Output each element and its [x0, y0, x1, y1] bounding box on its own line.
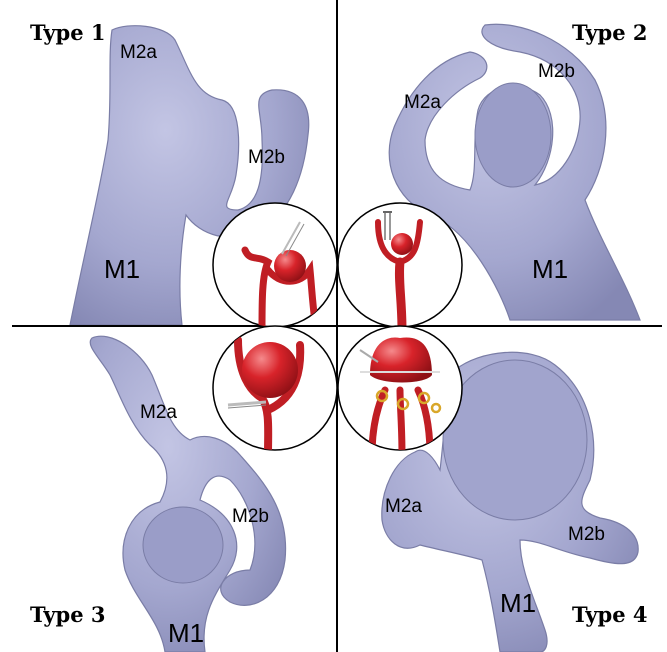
- label-m2b-type-4: M2b: [568, 524, 605, 545]
- aneurysm-dome-type-4: [443, 360, 587, 520]
- label-m1-type-4: M1: [500, 588, 536, 618]
- type-label-1: Type 1: [30, 20, 106, 45]
- label-m1-type-3: M1: [168, 618, 204, 648]
- label-m1-type-2: M1: [532, 254, 568, 284]
- label-m2b-type-3: M2b: [232, 506, 269, 527]
- inset-illustration-type-2: [338, 203, 462, 330]
- type-label-2: Type 2: [572, 20, 648, 45]
- type-label-4: Type 4: [572, 602, 648, 627]
- label-m2a-type-3: M2a: [140, 402, 177, 423]
- label-m2a-type-2: M2a: [404, 92, 441, 113]
- type-label-3: Type 3: [30, 602, 106, 627]
- inset-illustration-type-3: [213, 326, 337, 455]
- label-m2b-type-2: M2b: [538, 61, 575, 82]
- label-m1-type-1: M1: [104, 254, 140, 284]
- label-m2a-type-1: M2a: [120, 42, 157, 63]
- aneurysm-dome-type-3: [143, 507, 223, 583]
- inset-illustration-type-1: [213, 203, 337, 330]
- label-m2a-type-4: M2a: [385, 496, 422, 517]
- label-m2b-type-1: M2b: [248, 147, 285, 168]
- aneurysm-dome-type-2: [475, 83, 551, 187]
